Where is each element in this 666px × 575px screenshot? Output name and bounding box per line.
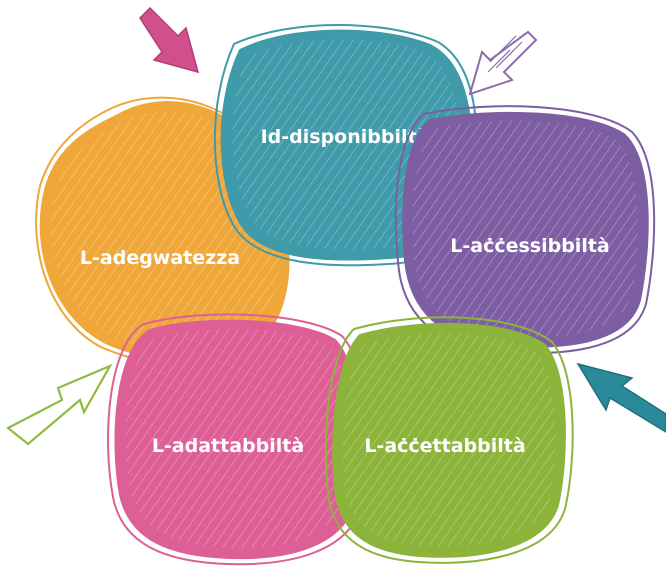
arrow-top-left <box>139 6 200 74</box>
label-adegwatezza: L-adegwatezza <box>80 247 240 269</box>
node-accettabbilta: L-aċċettabbiltà <box>324 316 574 564</box>
arrow-bottom-right <box>576 362 666 433</box>
arrow-bottom-left <box>5 363 113 446</box>
node-adattabbilta: L-adattabbiltà <box>107 313 368 566</box>
node-accessibbilta: L-aċċessibbiltà <box>394 105 656 355</box>
label-accettabbilta: L-aċċettabbiltà <box>364 435 525 457</box>
label-adattabbilta: L-adattabbiltà <box>152 435 304 457</box>
label-accessibbilta: L-aċċessibbiltà <box>450 235 610 257</box>
arrow-top-right <box>468 30 538 96</box>
label-disponibbilta: Id-disponibbiltà <box>261 126 430 148</box>
